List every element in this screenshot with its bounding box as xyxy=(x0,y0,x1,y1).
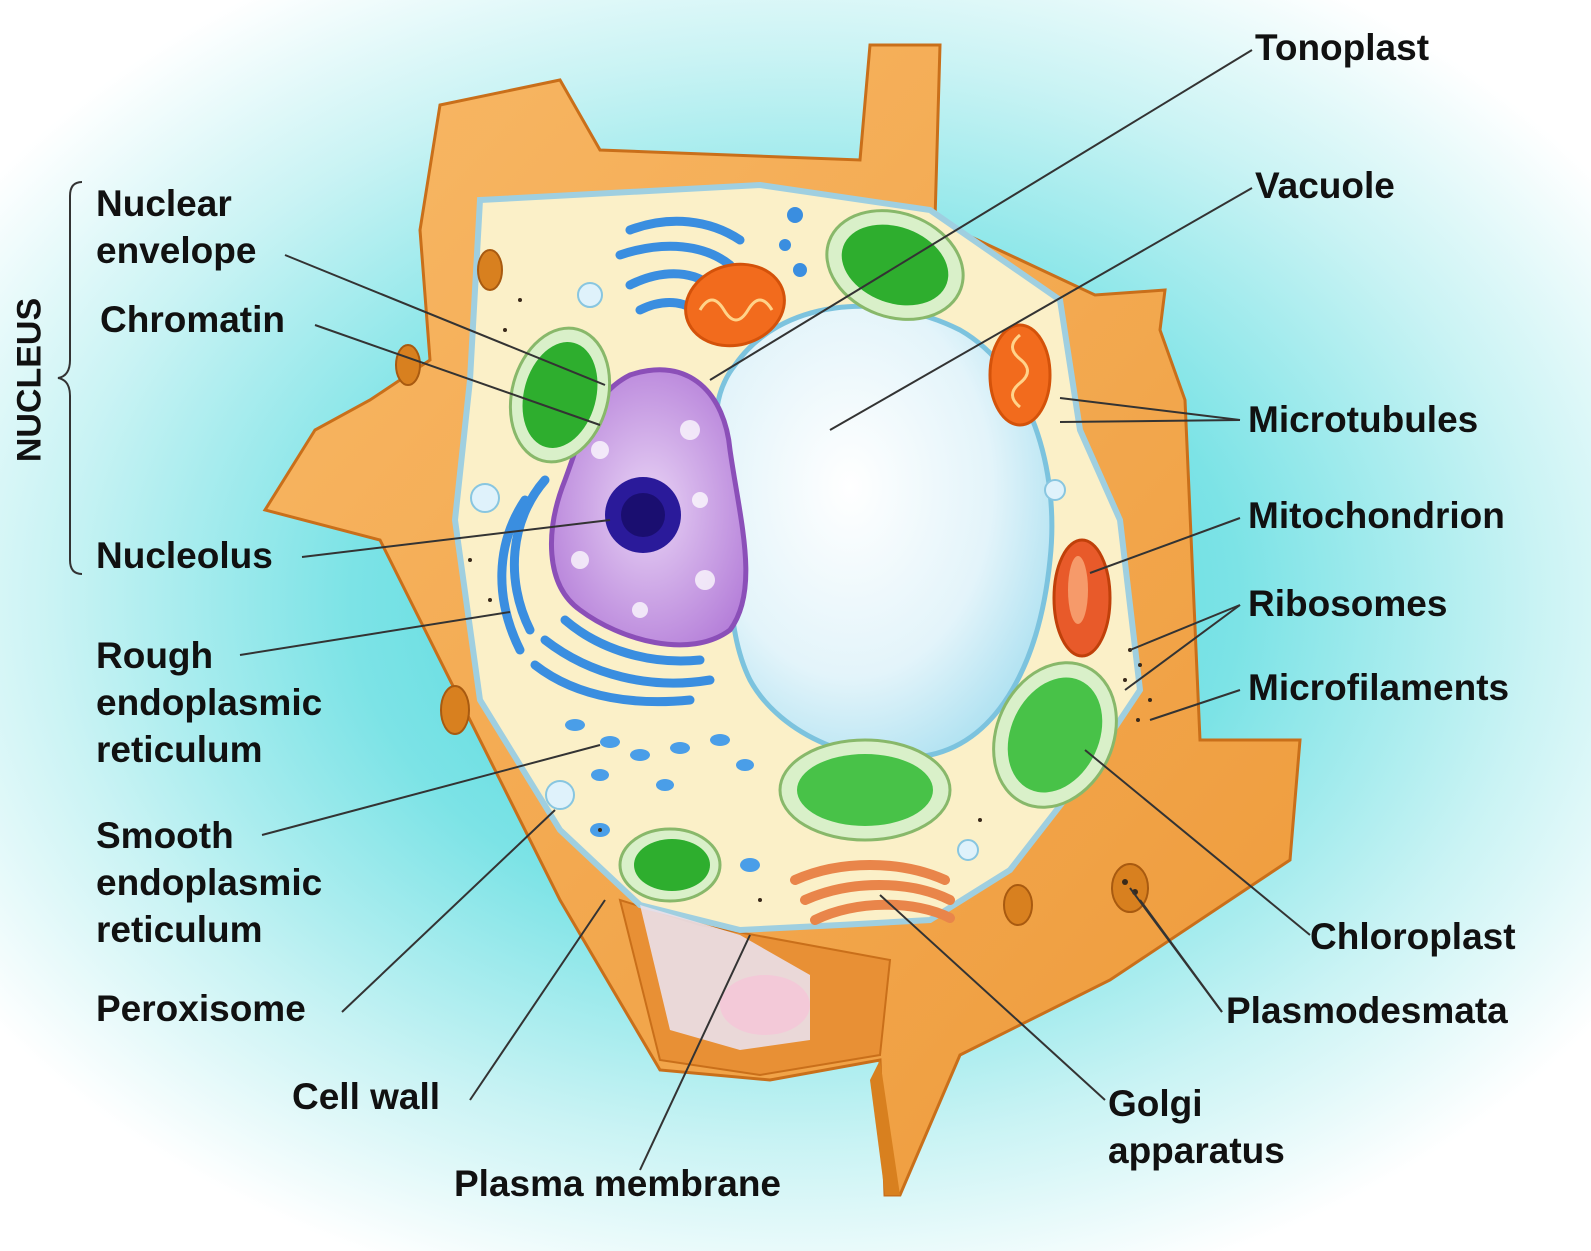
label-ribosomes: Ribosomes xyxy=(1248,580,1447,627)
label-plasmodesmata: Plasmodesmata xyxy=(1226,987,1508,1034)
label-tonoplast: Tonoplast xyxy=(1255,24,1429,71)
label-cell-wall: Cell wall xyxy=(292,1073,440,1120)
label-chloroplast: Chloroplast xyxy=(1310,913,1516,960)
label-nucleolus: Nucleolus xyxy=(96,532,273,579)
label-smooth-er-line2: endoplasmic xyxy=(96,859,322,906)
nucleus-group-label: NUCLEUS xyxy=(11,298,50,462)
label-rough-er-line2: endoplasmic xyxy=(96,679,322,726)
label-vacuole: Vacuole xyxy=(1255,162,1395,209)
label-chromatin: Chromatin xyxy=(100,296,285,343)
label-microfilaments: Microfilaments xyxy=(1248,664,1509,711)
label-golgi: Golgi apparatus xyxy=(1108,1080,1285,1174)
label-smooth-er: Smooth endoplasmic reticulum xyxy=(96,812,322,953)
label-nuclear-envelope-line2: envelope xyxy=(96,227,256,274)
label-smooth-er-line1: Smooth xyxy=(96,812,322,859)
label-mitochondrion: Mitochondrion xyxy=(1248,492,1505,539)
label-peroxisome: Peroxisome xyxy=(96,985,306,1032)
label-golgi-line1: Golgi xyxy=(1108,1080,1285,1127)
label-nuclear-envelope-line1: Nuclear xyxy=(96,180,256,227)
label-rough-er-line1: Rough xyxy=(96,632,322,679)
label-plasma-membrane: Plasma membrane xyxy=(454,1160,781,1207)
label-rough-er-line3: reticulum xyxy=(96,726,322,773)
label-smooth-er-line3: reticulum xyxy=(96,906,322,953)
label-microtubules: Microtubules xyxy=(1248,396,1478,443)
nucleus-bracket xyxy=(58,182,82,574)
label-golgi-line2: apparatus xyxy=(1108,1127,1285,1174)
label-rough-er: Rough endoplasmic reticulum xyxy=(96,632,322,773)
label-nuclear-envelope: Nuclear envelope xyxy=(96,180,256,274)
